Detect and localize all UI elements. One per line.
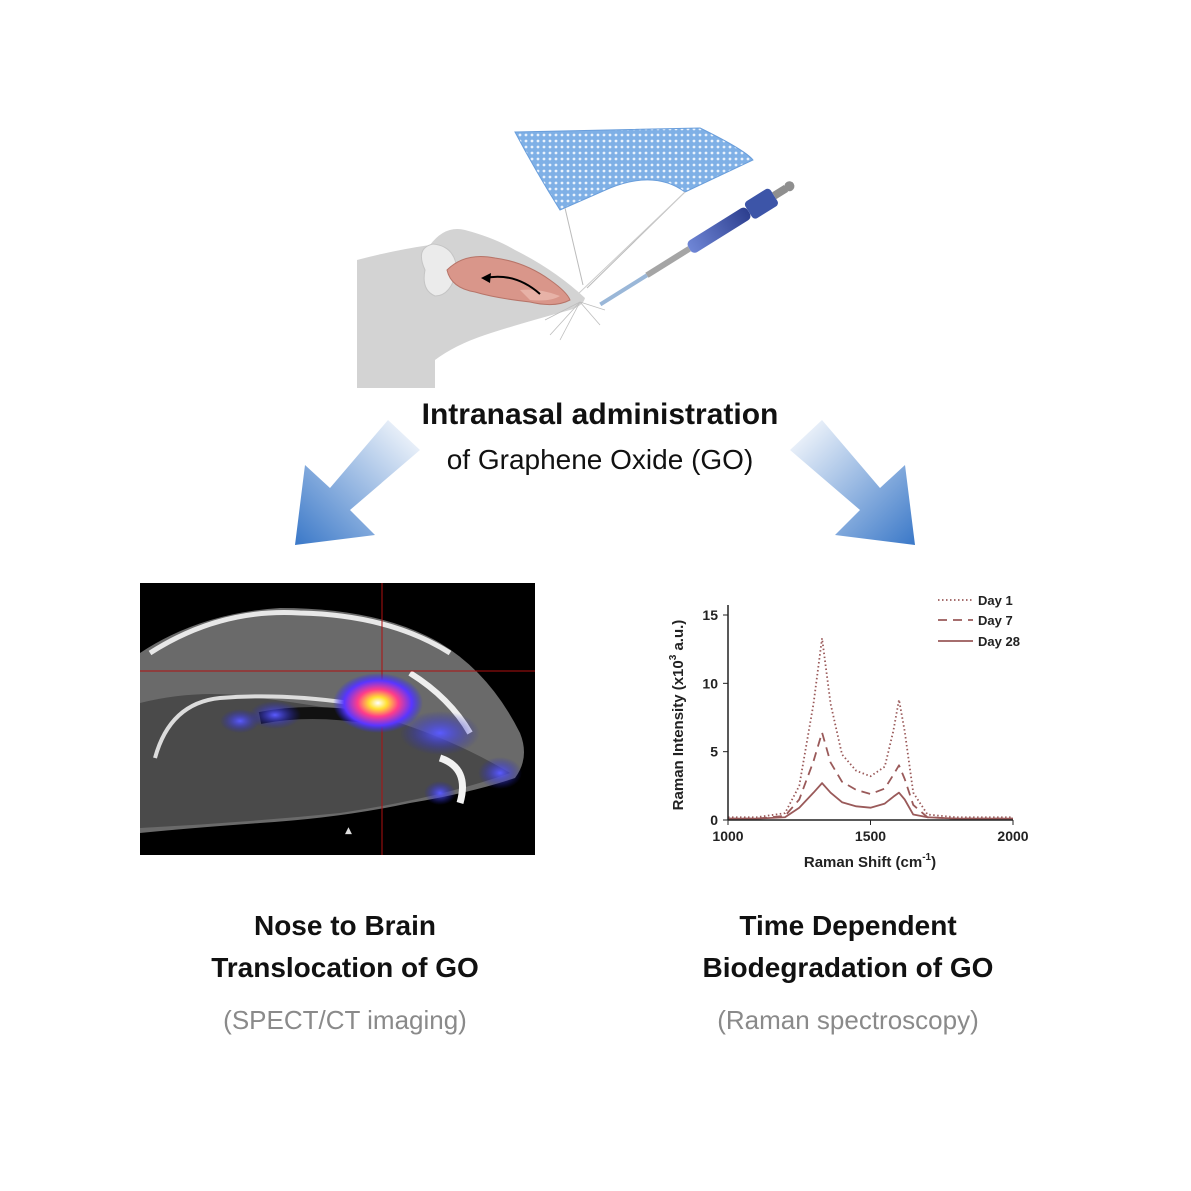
x-tick-label: 1000 [712, 828, 743, 844]
intranasal-illustration [357, 127, 795, 388]
chart-plot-area [728, 637, 1013, 820]
whiskers [544, 301, 606, 341]
right-panel-title-line1: Time Dependent [739, 910, 957, 941]
pipette [599, 181, 795, 307]
svg-text:▲: ▲ [345, 826, 352, 836]
left-panel-title-line2: Translocation of GO [211, 952, 479, 983]
y-tick-label: 15 [702, 607, 718, 623]
left-panel-title-line1: Nose to Brain [253, 910, 437, 941]
mouse-head [357, 229, 585, 388]
administration-subtitle: of Graphene Oxide (GO) [446, 444, 754, 475]
legend-day7-label: Day 7 [978, 613, 1013, 628]
right-panel-subtitle: (Raman spectroscopy) [717, 1005, 979, 1035]
y-tick-label: 0 [710, 812, 718, 828]
series-line-day-28 [728, 782, 1013, 820]
right-down-arrow [790, 420, 915, 545]
x-axis-label: Raman Shift (cm-1) [804, 852, 936, 871]
left-down-arrow [295, 420, 420, 545]
y-tick-label: 5 [710, 744, 718, 760]
legend-day28-label: Day 28 [978, 634, 1020, 649]
spect-ct-image: ▲ [140, 583, 535, 855]
right-panel-title-line2: Biodegradation of GO [702, 952, 994, 983]
graphene-sheet [514, 127, 754, 211]
chart-legend: Day 1 Day 7 Day 28 [938, 593, 1020, 649]
left-panel-subtitle: (SPECT/CT imaging) [223, 1005, 467, 1035]
administration-title: Intranasal administration [421, 398, 779, 431]
y-tick-label: 10 [702, 675, 718, 691]
x-tick-label: 1500 [855, 828, 886, 844]
series-line-day-1 [728, 637, 1013, 819]
x-tick-label: 2000 [997, 828, 1028, 844]
raman-chart: 1000 1500 2000 0 5 10 15 Raman Shift (cm-1) Ra… [668, 593, 1029, 871]
y-axis-label: Raman Intensity (x103 a.u.) [668, 620, 687, 811]
spect-hotspot [333, 673, 423, 733]
legend-day1-label: Day 1 [978, 593, 1013, 608]
olfactory-bulb [520, 289, 560, 301]
